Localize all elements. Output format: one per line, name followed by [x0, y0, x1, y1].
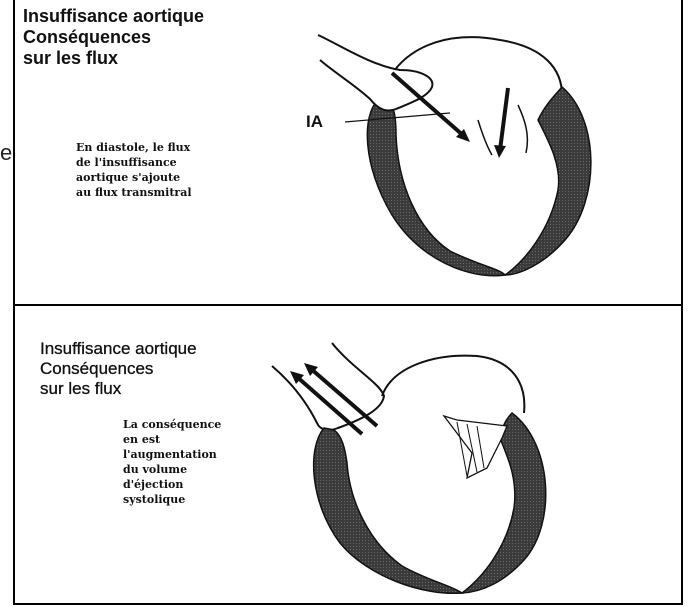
transmitral-arrow: [500, 88, 508, 150]
panel-2-title-line: sur les flux: [40, 379, 197, 399]
transmitral-arrowhead: [494, 145, 506, 158]
panel-2-title: Insuffisance aortique Conséquences sur l…: [40, 339, 197, 399]
panel-2-note-line: d'éjection: [123, 477, 221, 492]
panel-2-note-line: l'augmentation: [123, 447, 221, 462]
panel-1-title-line: sur les flux: [23, 48, 204, 69]
panel-1-note-line: de l'insuffisance: [76, 155, 192, 170]
mitral-leaflet: [444, 416, 507, 478]
septal-cusp: [478, 120, 492, 155]
panel-1-note-line: En diastole, le flux: [76, 140, 192, 155]
stray-glyph: e: [0, 140, 12, 166]
panel-separator: [13, 304, 683, 306]
septal-wall: [314, 428, 462, 593]
panel-2-note-line: en est: [123, 432, 221, 447]
panel-1-note: En diastole, le flux de l'insuffisance a…: [76, 140, 192, 200]
panel-1-title: Insuffisance aortique Conséquences sur l…: [23, 6, 204, 69]
panel-2-note-line: du volume: [123, 462, 221, 477]
panel-1-title-line: Insuffisance aortique: [23, 6, 204, 27]
panel-1-title-line: Conséquences: [23, 27, 204, 48]
panel-1-note-line: au flux transmitral: [76, 185, 192, 200]
atrium-outline: [382, 356, 524, 413]
mitral-leaflet: [518, 105, 527, 153]
ia-pointer: [345, 113, 450, 122]
aorta-outline: [318, 35, 432, 111]
panel-2-note-line: systolique: [123, 492, 221, 507]
panel-2-title-line: Insuffisance aortique: [40, 339, 197, 359]
free-wall: [505, 87, 591, 275]
panel-1-note-line: aortique s'ajoute: [76, 170, 192, 185]
heart-systole-diagram: [262, 338, 562, 603]
panel-2-note-line: La conséquence: [123, 417, 221, 432]
heart-diastole-diagram: [300, 25, 600, 297]
septal-wall: [367, 97, 505, 276]
panel-2-title-line: Conséquences: [40, 359, 197, 379]
panel-2-note: La conséquence en est l'augmentation du …: [123, 417, 221, 507]
